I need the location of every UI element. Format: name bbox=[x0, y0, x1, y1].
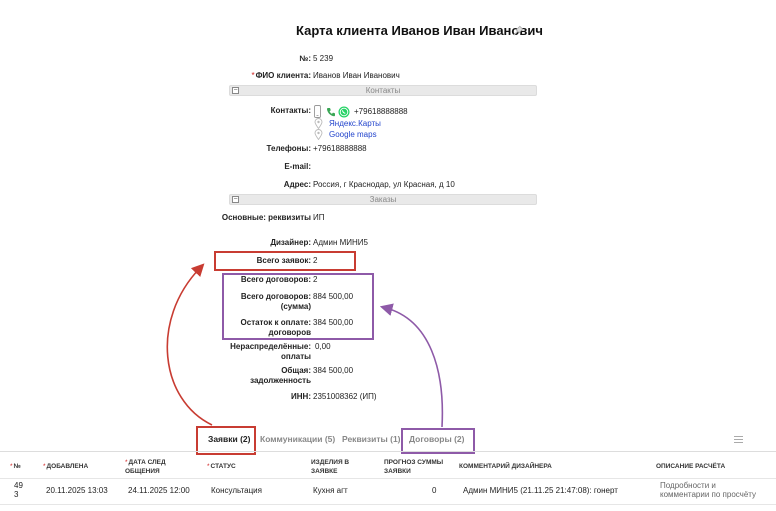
cell-forecast: 0 bbox=[432, 486, 437, 495]
table-header-divider bbox=[0, 478, 776, 479]
collapse-icon[interactable]: − bbox=[232, 87, 239, 94]
fio-label: *ФИО клиента: bbox=[251, 71, 311, 81]
cell-number-1: 49 bbox=[14, 481, 23, 490]
designer-label: Дизайнер: bbox=[270, 238, 311, 247]
col-added[interactable]: *ДОБАВЛЕНА bbox=[43, 463, 89, 470]
tabs-divider bbox=[0, 451, 776, 452]
pin-icon[interactable] bbox=[512, 25, 524, 37]
menu-icon[interactable] bbox=[734, 436, 743, 444]
section-orders[interactable]: − Заказы bbox=[229, 194, 537, 205]
col-number[interactable]: *№ bbox=[10, 463, 21, 470]
unallocated-label: Нераспределённые: оплаты bbox=[230, 342, 311, 361]
cell-next-date: 24.11.2025 12:00 bbox=[128, 486, 190, 495]
address-value: Россия, г Краснодар, ул Красная, д 10 bbox=[313, 180, 455, 189]
section-contacts[interactable]: − Контакты bbox=[229, 85, 537, 96]
arrow-red bbox=[166, 263, 213, 426]
annotation-box-contracts bbox=[222, 273, 374, 340]
unallocated-value: 0,00 bbox=[315, 342, 331, 351]
phones-value: +79618888888 bbox=[313, 144, 367, 153]
total-requests-value: 2 bbox=[313, 256, 318, 265]
table-row-divider bbox=[0, 504, 776, 505]
tab-requests[interactable]: Заявки (2) bbox=[208, 434, 251, 444]
arrow-purple bbox=[379, 303, 444, 428]
total-contracts-sum-value: 884 500,00 bbox=[313, 292, 354, 301]
cell-number-2: 3 bbox=[14, 490, 19, 499]
balance-due-value: 384 500,00 bbox=[313, 318, 354, 327]
cell-designer-comment: Админ МИНИ5 (21.11.25 21:47:08): гонерт bbox=[463, 486, 618, 495]
inn-value: 2351008362 (ИП) bbox=[313, 392, 377, 401]
section-orders-title: Заказы bbox=[369, 195, 397, 204]
section-contacts-title: Контакты bbox=[365, 86, 401, 95]
annotation-box-requests bbox=[214, 251, 356, 271]
requisites-label: Основные: реквизиты bbox=[221, 213, 311, 222]
total-debt-value: 384 500,00 bbox=[313, 366, 354, 375]
cell-calc-desc-2[interactable]: комментарии по просчёту bbox=[660, 490, 757, 499]
tab-communications[interactable]: Коммуникации (5) bbox=[260, 434, 336, 444]
requisites-value: ИП bbox=[313, 213, 325, 222]
fio-label-text: ФИО клиента: bbox=[255, 71, 311, 80]
map-marker-icon bbox=[314, 118, 323, 129]
page-title: Карта клиента Иванов Иван Иванович bbox=[296, 23, 543, 38]
annotation-box-requests-tab bbox=[196, 426, 256, 455]
tab-contracts[interactable]: Договоры (2) bbox=[409, 434, 465, 444]
total-contracts-label: Всего договоров: bbox=[240, 275, 311, 284]
required-mark: * bbox=[251, 71, 255, 80]
col-designer-comment[interactable]: КОММЕНТАРИЙ ДИЗАЙНЕРА bbox=[459, 463, 552, 470]
col-calc-desc[interactable]: ОПИСАНИЕ РАСЧЁТА bbox=[656, 463, 726, 470]
total-contracts-sum-label: Всего договоров: (сумма) bbox=[240, 292, 311, 311]
contacts-phone[interactable]: +79618888888 bbox=[354, 107, 408, 116]
phone-icon[interactable] bbox=[326, 107, 336, 117]
number-label: №: bbox=[299, 54, 311, 63]
designer-value: Админ МИНИ5 bbox=[313, 238, 369, 247]
cell-items: Кухня агт bbox=[313, 486, 348, 495]
total-contracts-value: 2 bbox=[313, 275, 318, 284]
collapse-icon[interactable]: − bbox=[232, 196, 239, 203]
mobile-phone-icon bbox=[314, 105, 321, 118]
number-value: 5 239 bbox=[313, 54, 334, 63]
contacts-label: Контакты: bbox=[270, 106, 311, 115]
inn-label: ИНН: bbox=[291, 392, 311, 401]
google-maps-link[interactable]: Google maps bbox=[329, 130, 377, 139]
address-label: Адрес: bbox=[283, 180, 311, 189]
annotation-box-contracts-tab bbox=[401, 428, 475, 454]
total-debt-label: Общая: задолженность bbox=[250, 366, 311, 385]
map-marker-icon bbox=[314, 129, 323, 140]
tab-requisites[interactable]: Реквизиты (1) bbox=[342, 434, 401, 444]
email-label: E-mail: bbox=[284, 162, 311, 171]
cell-calc-desc-1[interactable]: Подробности и bbox=[660, 481, 716, 490]
cell-added: 20.11.2025 13:03 bbox=[46, 486, 108, 495]
fio-value: Иванов Иван Иванович bbox=[313, 71, 400, 80]
col-status[interactable]: *СТАТУС bbox=[207, 463, 236, 470]
yandex-maps-link[interactable]: Яндекс.Карты bbox=[329, 119, 381, 128]
balance-due-label: Остаток к оплате: договоров bbox=[240, 318, 311, 337]
whatsapp-icon[interactable] bbox=[338, 106, 350, 118]
cell-status: Консультация bbox=[211, 486, 262, 495]
total-requests-label: Всего заявок: bbox=[256, 256, 311, 265]
phones-label: Телефоны: bbox=[266, 144, 311, 153]
